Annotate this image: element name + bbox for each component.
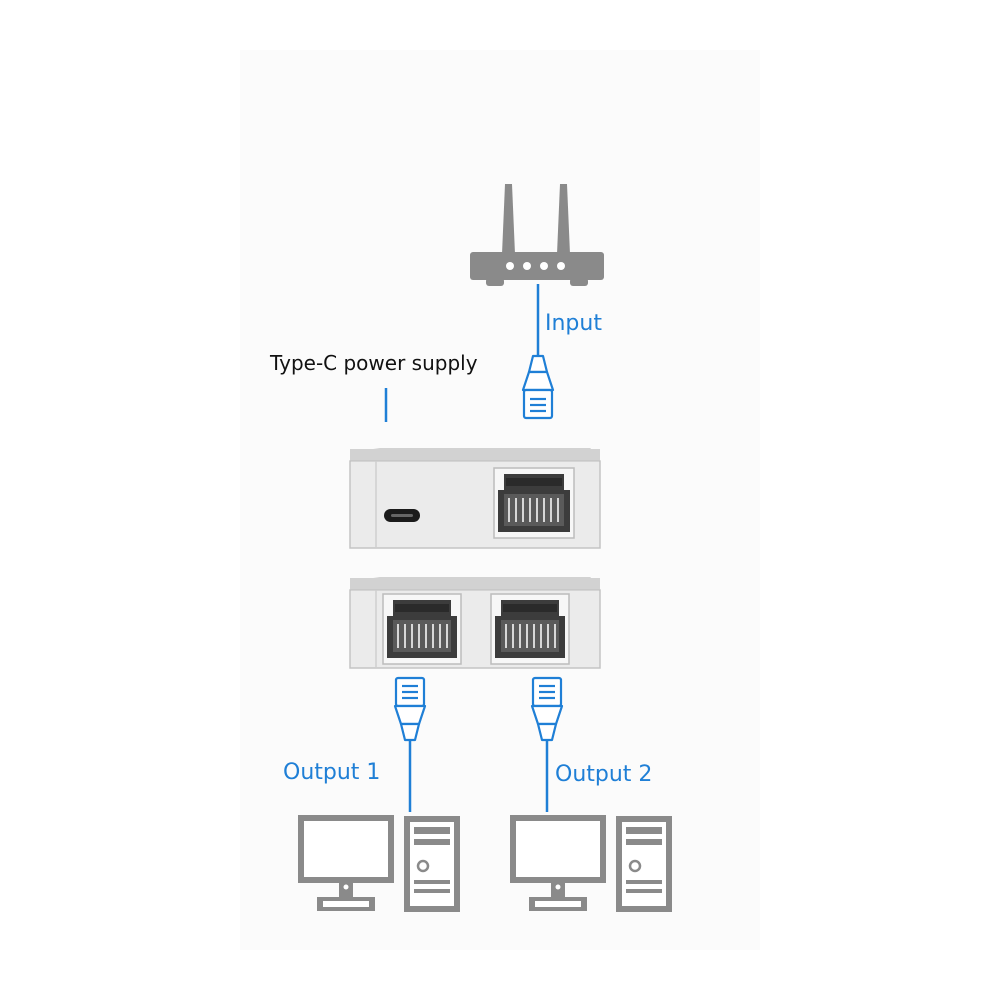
output1-ethernet-plug-icon (393, 676, 427, 742)
router-icon (470, 184, 604, 286)
input-label: Input (545, 311, 602, 336)
computer-1-icon (298, 815, 460, 912)
computer-2-icon (510, 815, 672, 912)
monitor-icon (510, 815, 606, 911)
output2-ethernet-plug-icon (530, 676, 564, 742)
tower-icon (404, 816, 460, 912)
output1-label: Output 1 (283, 760, 381, 785)
output2-rj45-port-icon (490, 593, 570, 665)
monitor-icon (298, 815, 394, 911)
tower-icon (616, 816, 672, 912)
input-rj45-port-icon (493, 467, 575, 539)
input-ethernet-plug-icon (521, 354, 555, 420)
output2-label: Output 2 (555, 762, 653, 787)
switch-unit-top (349, 448, 601, 549)
switch-unit-bottom (349, 577, 601, 669)
output1-rj45-port-icon (382, 593, 462, 665)
power-supply-label: Type-C power supply (270, 351, 478, 375)
